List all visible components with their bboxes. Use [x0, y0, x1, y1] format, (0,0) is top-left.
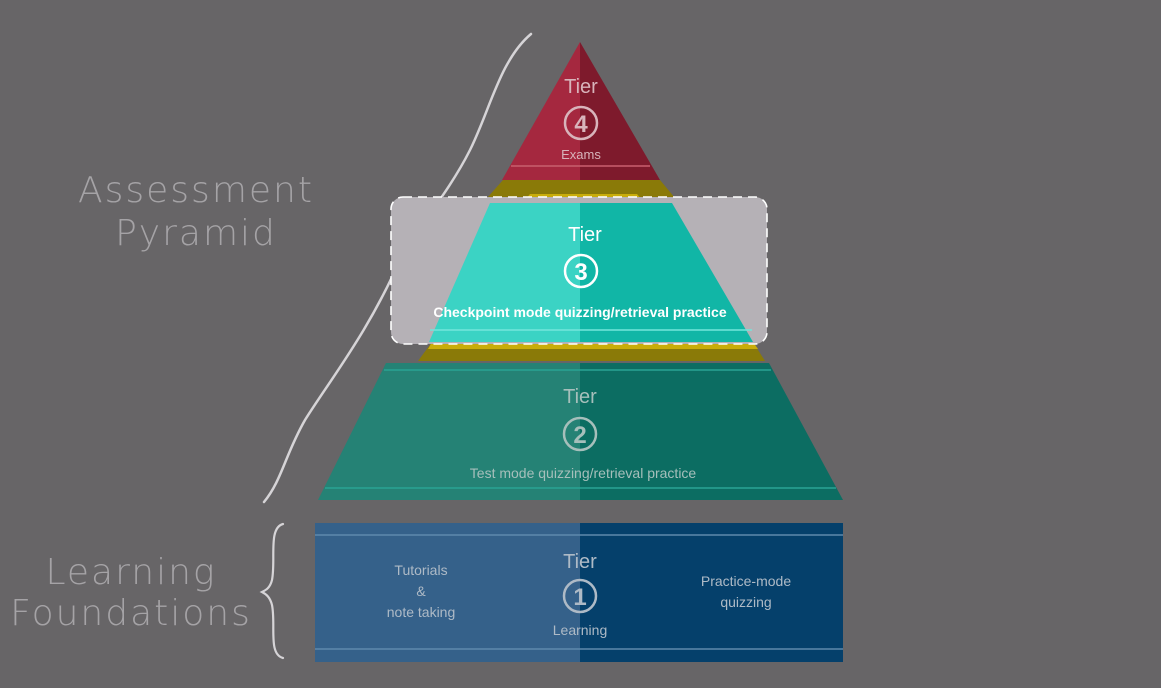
- tier-4-number-ring: [563, 105, 599, 141]
- tier-3-number-ring: [563, 253, 599, 289]
- foundations-label-line1: Learning: [45, 552, 216, 593]
- learning-foundations-label: Learning Foundations: [10, 552, 252, 634]
- tier-4-right-half: [580, 42, 660, 180]
- assessment-label-line2: Pyramid: [115, 213, 277, 254]
- tier-3-title: Tier: [568, 224, 602, 246]
- foundations-label-line2: Foundations: [10, 593, 252, 634]
- tier-3: Tier 3 Checkpoint mode quizzing/retrieva…: [429, 203, 753, 342]
- tier-1: Tier 1 Learning Tutorials & note taking …: [315, 523, 843, 662]
- tier-2: Tier 2 Test mode quizzing/retrieval prac…: [318, 363, 843, 500]
- tier-1-right-caption-line1: Practice-mode: [701, 573, 791, 589]
- tier-2-number-ring: [562, 416, 598, 452]
- tier-3-number: 3: [574, 259, 587, 286]
- tier-1-number: 1: [573, 584, 586, 611]
- tier-4: Tier 4 Exams: [502, 42, 660, 180]
- tier-3-left-half: [429, 203, 580, 342]
- tier-1-number-ring: [562, 578, 598, 614]
- tier-4-connector: [487, 180, 675, 198]
- tier-2-right-half: [580, 363, 843, 500]
- tier-2-number: 2: [573, 422, 586, 449]
- tier-3-right-half: [580, 203, 753, 342]
- tier-4-left-half: [502, 42, 580, 180]
- assessment-pyramid-label: Assessment Pyramid: [78, 170, 314, 254]
- tier-2-title: Tier: [563, 386, 597, 408]
- tier-1-left-caption-line2: &: [416, 583, 426, 599]
- tier-1-title: Tier: [563, 551, 597, 573]
- tier-4-number: 4: [574, 111, 588, 138]
- tier-1-right-caption-line2: quizzing: [720, 594, 771, 610]
- tier-1-left-half: [315, 523, 580, 662]
- tier-4-title: Tier: [564, 76, 598, 98]
- tier-3-caption: Checkpoint mode quizzing/retrieval pract…: [433, 304, 727, 320]
- assessment-label-line1: Assessment: [78, 170, 314, 211]
- tier-2-left-half: [318, 363, 580, 500]
- tier-1-right-half: [580, 523, 843, 662]
- foundations-brace: [259, 522, 285, 660]
- tier-1-left-caption-line3: note taking: [387, 604, 456, 620]
- tier-2-caption: Test mode quizzing/retrieval practice: [470, 465, 697, 481]
- tier-1-left-caption-line1: Tutorials: [394, 562, 447, 578]
- tier-4-caption: Exams: [561, 147, 601, 162]
- tier-1-caption: Learning: [553, 622, 608, 638]
